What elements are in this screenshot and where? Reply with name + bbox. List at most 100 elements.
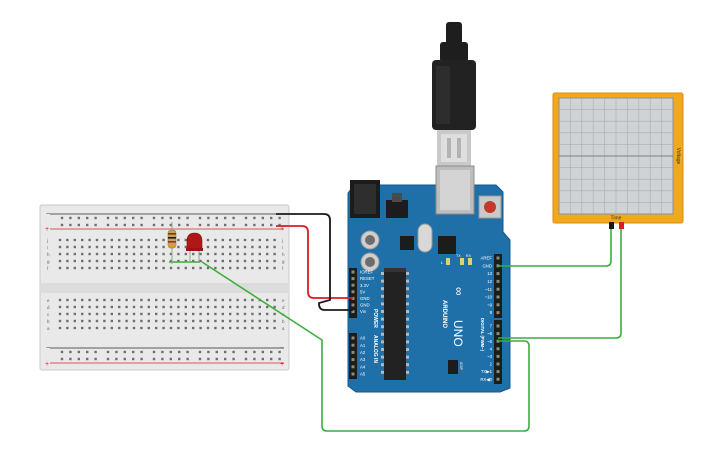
digital-pin[interactable]	[496, 370, 500, 374]
icsp-header	[448, 360, 458, 374]
breadboard-row-letter: f	[47, 266, 49, 271]
oscilloscope-time-label: Time	[611, 216, 622, 222]
power-pin-label: IOREF	[360, 270, 374, 275]
oscilloscope-voltage-label: Voltage	[675, 148, 681, 165]
arduino-model: UNO	[451, 320, 465, 347]
analog-pin[interactable]	[351, 336, 355, 340]
oscilloscope-positive-probe[interactable]	[619, 222, 624, 229]
icsp-label: ICSP	[459, 362, 463, 371]
wires[interactable]	[169, 213, 622, 432]
power-pin[interactable]	[351, 277, 355, 281]
wire-gnd-black[interactable]	[276, 213, 353, 311]
atmega328-chip	[384, 268, 406, 380]
wire-green-led-to-pin[interactable]	[201, 261, 530, 432]
led-red[interactable]	[186, 232, 203, 262]
digital-pin[interactable]	[496, 279, 500, 283]
digital-pin[interactable]	[496, 324, 500, 328]
analog-pin-label: A4	[360, 364, 366, 369]
digital-section-label: DIGITAL (PWM~)	[480, 318, 485, 352]
digital-pin[interactable]	[496, 287, 500, 291]
analog-pin[interactable]	[351, 372, 355, 376]
led-tx	[460, 258, 464, 265]
led-l	[446, 258, 450, 265]
power-pin-label: GND	[360, 296, 370, 301]
power-pin[interactable]	[351, 303, 355, 307]
breadboard-row-letter: f	[282, 266, 284, 271]
breadboard-row-letter: g	[282, 259, 285, 264]
digital-pin[interactable]	[496, 311, 500, 315]
breadboard-row-letter: h	[282, 252, 285, 257]
oscilloscope-grid	[559, 98, 673, 214]
rail-minus-top-left: −	[46, 211, 50, 218]
digital-pin[interactable]	[496, 354, 500, 358]
led-rx-label: RX	[466, 254, 472, 258]
digital-pin-label: ~3	[487, 354, 493, 359]
digital-pin[interactable]	[496, 295, 500, 299]
oscilloscope[interactable]: Time Voltage	[552, 92, 684, 229]
breadboard-row-letter: b	[282, 319, 285, 324]
power-pin[interactable]	[351, 310, 355, 314]
digital-pin-label: 2	[490, 362, 493, 367]
digital-pin[interactable]	[496, 377, 500, 381]
power-pin[interactable]	[351, 283, 355, 287]
led-tx-label: TX	[456, 254, 461, 258]
digital-pin[interactable]	[496, 303, 500, 307]
analog-pin-label: A0	[360, 336, 366, 341]
breadboard-row-letter: h	[47, 252, 50, 257]
resistor[interactable]	[167, 222, 177, 264]
voltage-regulator	[386, 200, 408, 218]
power-pin-label: 5V	[360, 289, 365, 294]
digital-pin-label: ~9	[487, 302, 493, 307]
digital-pin[interactable]	[496, 362, 500, 366]
analog-pin-label: A5	[360, 372, 366, 377]
analog-pin[interactable]	[351, 358, 355, 362]
rail-minus-bottom-right: −	[280, 345, 284, 352]
digital-pin-label: TX▶1	[481, 369, 493, 374]
breadboard-row-letter: j	[46, 238, 48, 243]
digital-header-high[interactable]	[494, 254, 502, 318]
breadboard-row-letter: d	[47, 305, 50, 310]
wire-green-pin-to-scope-positive[interactable]	[498, 229, 622, 339]
power-section-label: POWER	[372, 309, 378, 328]
power-pin[interactable]	[351, 290, 355, 294]
rail-minus-bottom-left: −	[46, 345, 50, 352]
digital-pin[interactable]	[496, 272, 500, 276]
breadboard-row-letter: e	[282, 298, 285, 303]
power-pin-label: Vin	[360, 309, 367, 314]
rail-plus-bottom-left: +	[45, 361, 49, 368]
usb-chip	[400, 236, 414, 250]
digital-header-low[interactable]	[494, 320, 502, 384]
arduino-brand: ARDUINO	[441, 300, 447, 328]
breadboard-holes[interactable]	[58, 216, 281, 361]
digital-pin-label: AREF	[481, 256, 493, 261]
led-rx	[468, 258, 472, 265]
power-pin-label: GND	[360, 303, 370, 308]
power-pin-label: 3.3V	[360, 283, 369, 288]
wire-5v-red[interactable]	[276, 225, 353, 299]
breadboard-row-letter: j	[281, 238, 283, 243]
rail-plus-bottom-right: +	[280, 361, 284, 368]
digital-pin[interactable]	[496, 256, 500, 260]
arduino-uno[interactable]: L TX RX ∞ ARDUINO UNO ICSP IOREFRESET3.3…	[347, 165, 511, 393]
analog-pin[interactable]	[351, 343, 355, 347]
crystal	[417, 223, 433, 253]
breadboard-row-letter: a	[47, 326, 50, 331]
digital-pin-label: ~10	[485, 295, 493, 300]
oscilloscope-negative-probe[interactable]	[609, 222, 614, 229]
analog-pin-label: A1	[360, 343, 366, 348]
usb-cable[interactable]	[432, 22, 476, 166]
arduino-logo-icon: ∞	[452, 287, 466, 296]
breadboard-row-letter: e	[47, 298, 50, 303]
digital-pin[interactable]	[496, 347, 500, 351]
analog-pin[interactable]	[351, 365, 355, 369]
power-pin[interactable]	[351, 270, 355, 274]
digital-pin-label: 13	[487, 271, 492, 276]
analog-header[interactable]	[349, 333, 357, 379]
wire-green-pin13-to-scope[interactable]	[498, 229, 612, 267]
breadboard-row-letter: i	[47, 245, 48, 250]
digital-pin[interactable]	[496, 332, 500, 336]
digital-pin-label: 8	[490, 310, 493, 315]
analog-pin[interactable]	[351, 350, 355, 354]
